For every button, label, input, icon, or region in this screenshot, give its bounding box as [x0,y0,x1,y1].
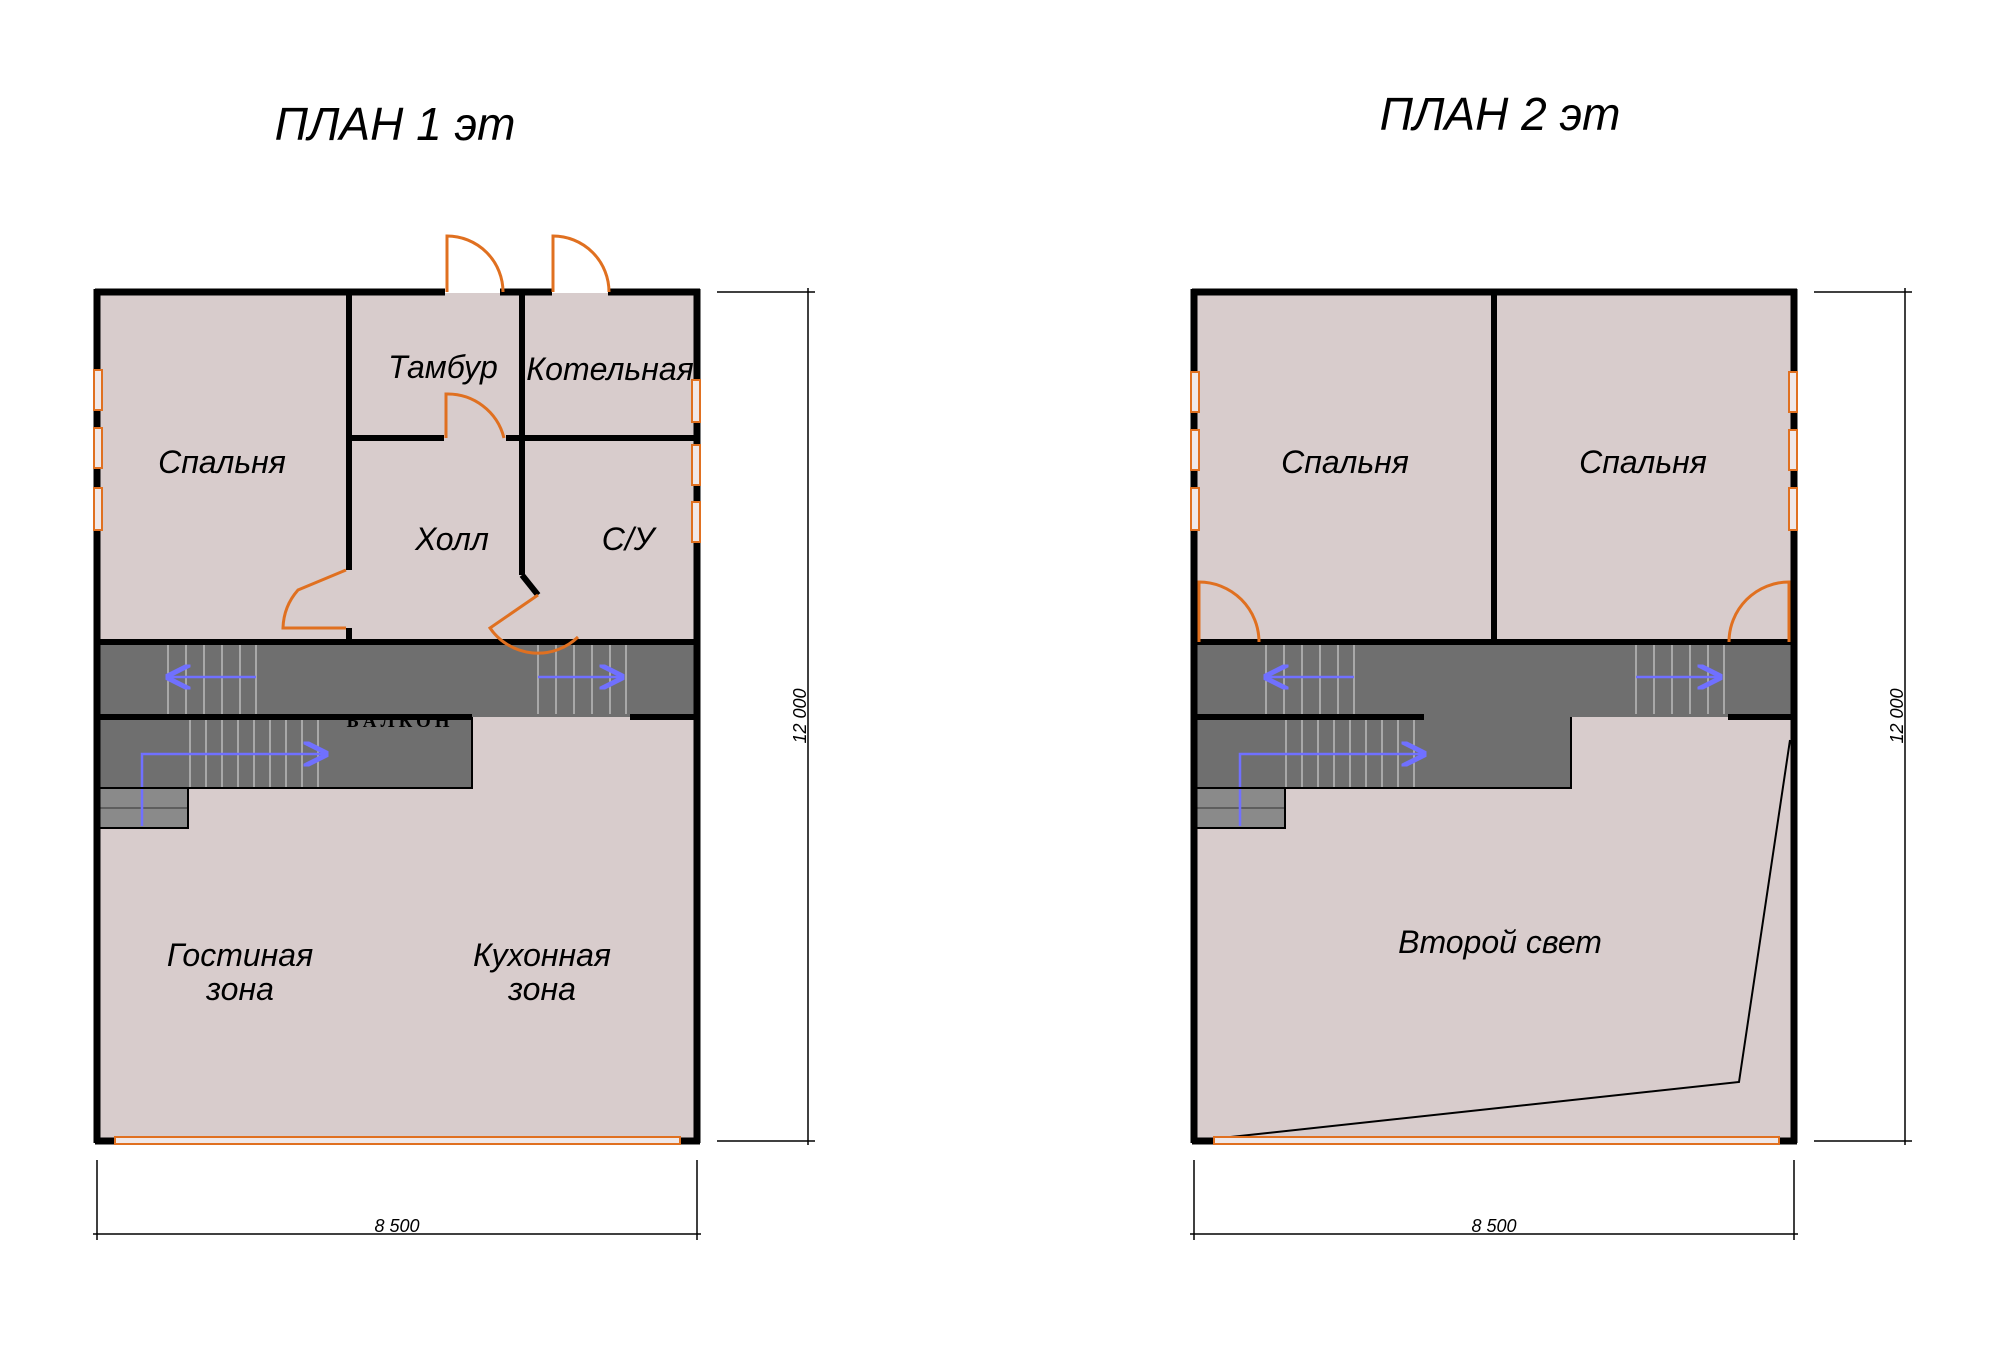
plan1-label-vestibule: Тамбур [388,349,498,385]
plan2-inner-walls [1195,292,1793,720]
plan2-title: ПЛАН 2 эт [1380,88,1621,140]
plan1-doors [281,234,611,655]
plan1-label-kitchen-2: зона [507,971,576,1007]
plan2-dimension-height: 12 000 [1887,688,1907,743]
plan-first-floor: ПЛАН 1 эт [93,98,815,1240]
plan2-dimension-width: 8 500 [1471,1216,1516,1236]
plan1-dimension-height: 12 000 [790,688,810,743]
plan1-dimension-lines [93,288,815,1240]
plan1-label-balcony: БАЛКОН [346,711,453,732]
plan2-label-second-light: Второй свет [1398,924,1602,960]
plan1-label-bathroom: С/У [602,521,658,557]
plan2-dimension-lines [1190,288,1912,1240]
plan-second-floor: ПЛАН 2 эт [1190,88,1912,1240]
plan1-label-boiler-room: Котельная [526,351,693,387]
plan1-label-bedroom: Спальня [158,444,286,480]
plan1-title: ПЛАН 1 эт [275,98,516,150]
plan2-windows [1190,371,1798,1145]
plan2-stair-arrow-lower [1238,754,1424,826]
plan1-inner-walls [98,292,697,720]
plan1-label-living-1: Гостиная [167,937,313,973]
plan1-label-living-2: зона [205,971,274,1007]
plan2-doors [1197,580,1791,643]
plan1-dimension-width: 8 500 [374,1216,419,1236]
plan2-label-bedroom-left: Спальня [1281,444,1409,480]
plan2-second-light-outline [1211,739,1791,1140]
plan1-label-kitchen-1: Кухонная [473,937,611,973]
plan2-balcony-area [1195,642,1793,788]
plan1-label-hall: Холл [414,521,489,557]
plan2-stair-upper-left [1265,645,1355,714]
plan1-windows [93,369,701,1145]
plan2-label-bedroom-right: Спальня [1579,444,1707,480]
plan1-stair-arrow-lower [140,754,326,826]
